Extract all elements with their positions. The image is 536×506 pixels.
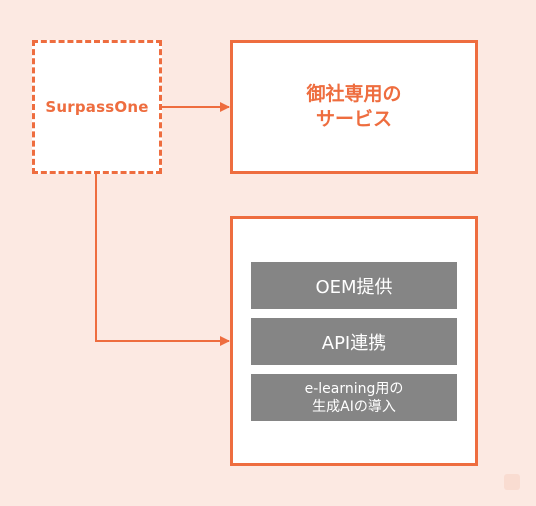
option-oem-label: OEM提供: [315, 276, 393, 298]
dedicated-service-line-2: サービス: [315, 108, 392, 130]
arrow-to-options: [95, 174, 230, 346]
dedicated-service-line-1: 御社専用の: [306, 83, 402, 105]
option-api-label: API連携: [321, 332, 387, 354]
option-elearning-ai-line-1: e-learning用の: [304, 380, 404, 397]
option-oem: OEM提供: [251, 262, 457, 309]
dedicated-service-box: 御社専用の サービス: [230, 40, 478, 174]
option-api: API連携: [251, 318, 457, 365]
surpassone-label: SurpassOne: [45, 98, 149, 116]
corner-decoration: [504, 474, 520, 490]
integration-options-box: OEM提供 API連携 e-learning用の 生成AIの導入: [230, 216, 478, 466]
surpassone-box: SurpassOne: [32, 40, 162, 174]
option-elearning-ai: e-learning用の 生成AIの導入: [251, 374, 457, 421]
option-elearning-ai-line-2: 生成AIの導入: [312, 398, 396, 415]
